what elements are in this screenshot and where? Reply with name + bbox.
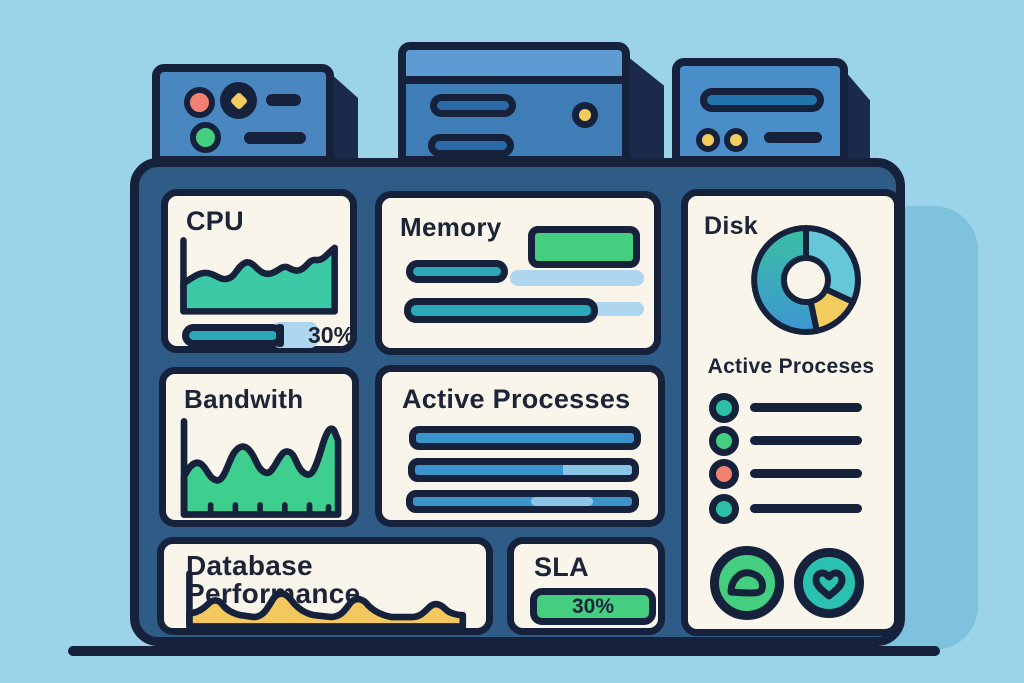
server-middle-top-band [406,50,622,76]
server-right-face [672,58,848,164]
memory-block [528,226,640,268]
process-bar-3 [406,490,639,513]
process-bar-1 [409,426,641,450]
cpu-progress-label: 30% [308,322,355,348]
process-dot-3 [709,459,739,489]
memory-bar-long [404,298,598,323]
process-dot-2 [709,426,739,456]
server-left-dash-top [266,94,301,106]
server-middle-slot-2 [428,134,514,157]
led-yellow-middle [572,102,598,128]
sla-progress-label: 30% [571,594,615,618]
donut-segment-cyan [803,225,861,305]
badge-blob [710,546,784,620]
led-diamond-ring [220,82,257,119]
server-left-face [152,64,334,164]
process-bar-2 [408,458,639,482]
server-left-dash-bottom [244,132,306,144]
process-line-1 [750,403,862,412]
donut-segment-green-blue [751,225,820,335]
panel-memory: Memory [375,191,661,355]
memory-bar-short [406,260,508,283]
heart-icon [812,569,846,600]
server-middle-slot-1 [430,94,516,117]
panel-database: Database Performance [157,537,493,635]
badge-heart [794,548,864,618]
led-yellow-right-2 [724,128,748,152]
blob-icon [727,569,766,597]
diamond-icon [229,91,248,110]
cpu-title: CPU [186,206,244,236]
dashboard: CPU 30% Memory Disk [130,158,905,646]
process-bar-2-highlight [562,465,632,475]
bandwidth-area-chart [180,417,342,518]
bandwidth-title: Bandwith [184,384,304,414]
bandwidth-area-fill [180,425,342,518]
led-green [190,122,221,153]
floor-line [68,646,940,656]
cpu-progress-bar [182,324,284,347]
server-right-dash [764,132,822,143]
disk-donut-chart [751,225,861,335]
server-middle-face [398,42,630,164]
panel-sla: SLA 30% [507,537,665,635]
led-yellow-right-1 [696,128,720,152]
sla-title: SLA [534,552,589,582]
server-middle [398,42,664,164]
panel-cpu: CPU 30% [161,189,357,353]
process-line-3 [750,469,862,478]
sla-progress-bar: 30% [530,588,656,625]
panel-bandwidth: Bandwith [159,367,359,527]
database-wave-fill [186,590,467,630]
database-wave-chart [186,570,467,630]
memory-smudge-1 [510,270,644,286]
process-line-2 [750,436,862,445]
cpu-area-chart [180,237,338,315]
server-right-slot [700,88,824,112]
memory-title: Memory [400,212,502,242]
server-left [152,64,358,164]
process-line-4 [750,504,862,513]
process-dot-1 [709,393,739,423]
disk-title: Disk [704,212,759,240]
cpu-area-fill [180,244,338,315]
cpu-progress-notch [276,324,284,347]
process-list-title: Active Proceses [707,355,875,378]
server-right [672,58,872,164]
panel-active-processes: Active Processes [375,365,665,527]
led-red [184,87,215,118]
server-middle-lid-line [406,76,622,84]
process-bar-3-highlight [531,497,593,506]
panel-disk-and-processes: Disk Active Proceses [681,189,901,636]
memory-smudge-2 [588,302,644,316]
process-dot-4 [709,494,739,524]
active-processes-title: Active Processes [402,384,631,414]
bandwidth-ticks [207,502,332,518]
